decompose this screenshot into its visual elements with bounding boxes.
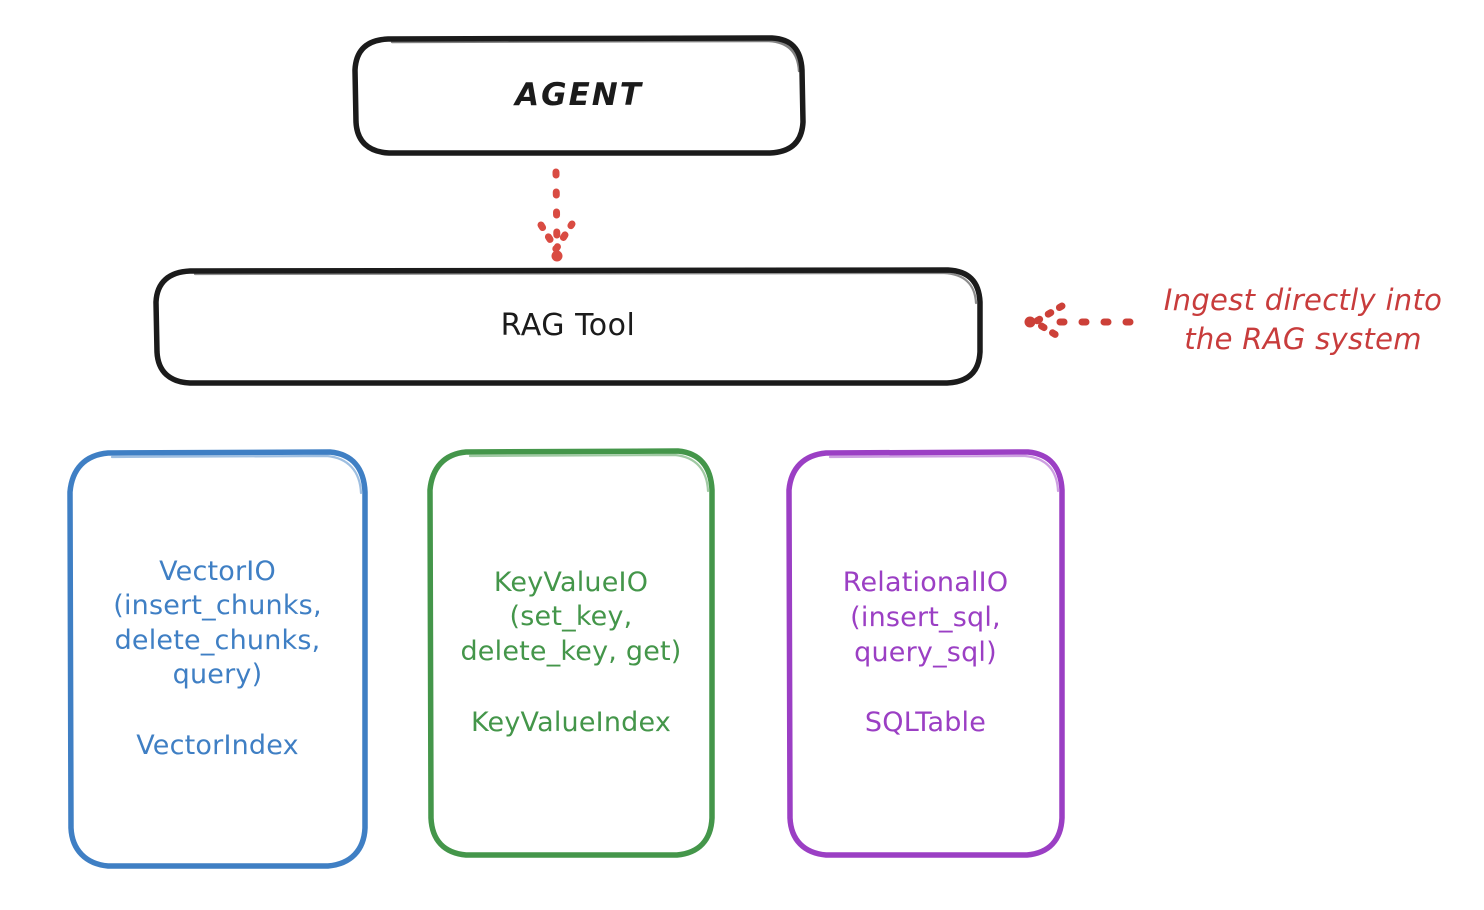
ingest-note-annotation: Ingest directly into the RAG system xyxy=(1163,283,1443,357)
agent-to-rag-arrow xyxy=(537,168,576,262)
key-value-io-index-label: KeyValueIndex xyxy=(470,706,672,738)
relational-io-node-content: RelationalIO (insert_sql, query_sql) SQL… xyxy=(789,452,1062,855)
agent-node-label: AGENT xyxy=(515,76,643,113)
relational-io-methods-label: RelationalIO (insert_sql, query_sql) xyxy=(842,567,1009,668)
vector-io-node-content: VectorIO (insert_chunks, delete_chunks, … xyxy=(70,452,365,866)
rag-tool-node-label: RAG Tool xyxy=(500,308,636,344)
vector-io-methods-label: VectorIO (insert_chunks, delete_chunks, … xyxy=(113,555,322,691)
relational-io-table-label: SQLTable xyxy=(864,707,987,739)
vector-io-index-label: VectorIndex xyxy=(136,729,299,761)
key-value-io-methods-label: KeyValueIO (set_key, delete_key, get) xyxy=(460,566,682,667)
key-value-io-node-content: KeyValueIO (set_key, delete_key, get) Ke… xyxy=(430,451,712,855)
note-to-rag-arrow xyxy=(1024,302,1134,342)
